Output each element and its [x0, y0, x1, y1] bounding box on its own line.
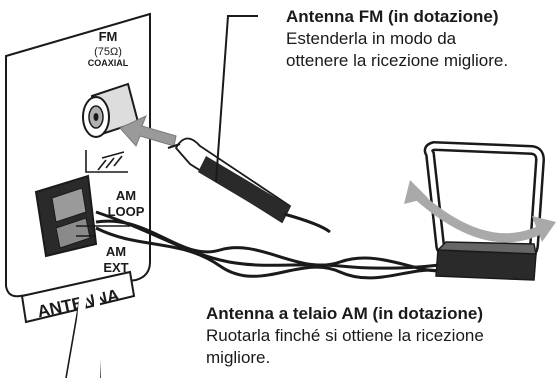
- am-antenna-instruction-line1: Ruotarla finché si ottiene la ricezione: [206, 326, 484, 345]
- am-loop-label-line1: AM: [116, 188, 136, 203]
- fm-coaxial-label: COAXIAL: [88, 58, 129, 68]
- am-antenna-instruction-line2: migliore.: [206, 348, 271, 367]
- fm-impedance-label: (75Ω): [94, 46, 122, 58]
- rotation-arrow: [404, 180, 556, 243]
- am-antenna-caption: Antenna a telaio AM (in dotazione) Ruota…: [206, 303, 484, 369]
- rear-panel: [5, 12, 151, 298]
- fm-antenna-plug: [167, 137, 331, 234]
- am-ext-label-line2: EXT: [103, 260, 128, 275]
- fm-callout-line: [215, 15, 258, 183]
- am-antenna-title: Antenna a telaio AM (in dotazione): [206, 304, 484, 323]
- am-label-bracket: [76, 225, 130, 237]
- fm-antenna-caption: Antenna FM (in dotazione) Estenderla in …: [286, 6, 508, 72]
- fm-coaxial-jack: [82, 82, 140, 138]
- am-loop-label-line2: LOOP: [108, 204, 145, 219]
- fm-insert-arrow: [119, 115, 177, 147]
- ground-symbol: [85, 150, 128, 173]
- fm-antenna-instruction-line1: Estenderla in modo da: [286, 29, 457, 48]
- am-loop-twisted-wire: [95, 210, 447, 280]
- am-ext-label-line1: AM: [106, 244, 126, 259]
- am-loop-antenna: [423, 140, 546, 281]
- fm-antenna-title: Antenna FM (in dotazione): [286, 7, 499, 26]
- fm-antenna-instruction-line2: ottenere la ricezione migliore.: [286, 51, 509, 70]
- fm-label: FM: [99, 29, 118, 44]
